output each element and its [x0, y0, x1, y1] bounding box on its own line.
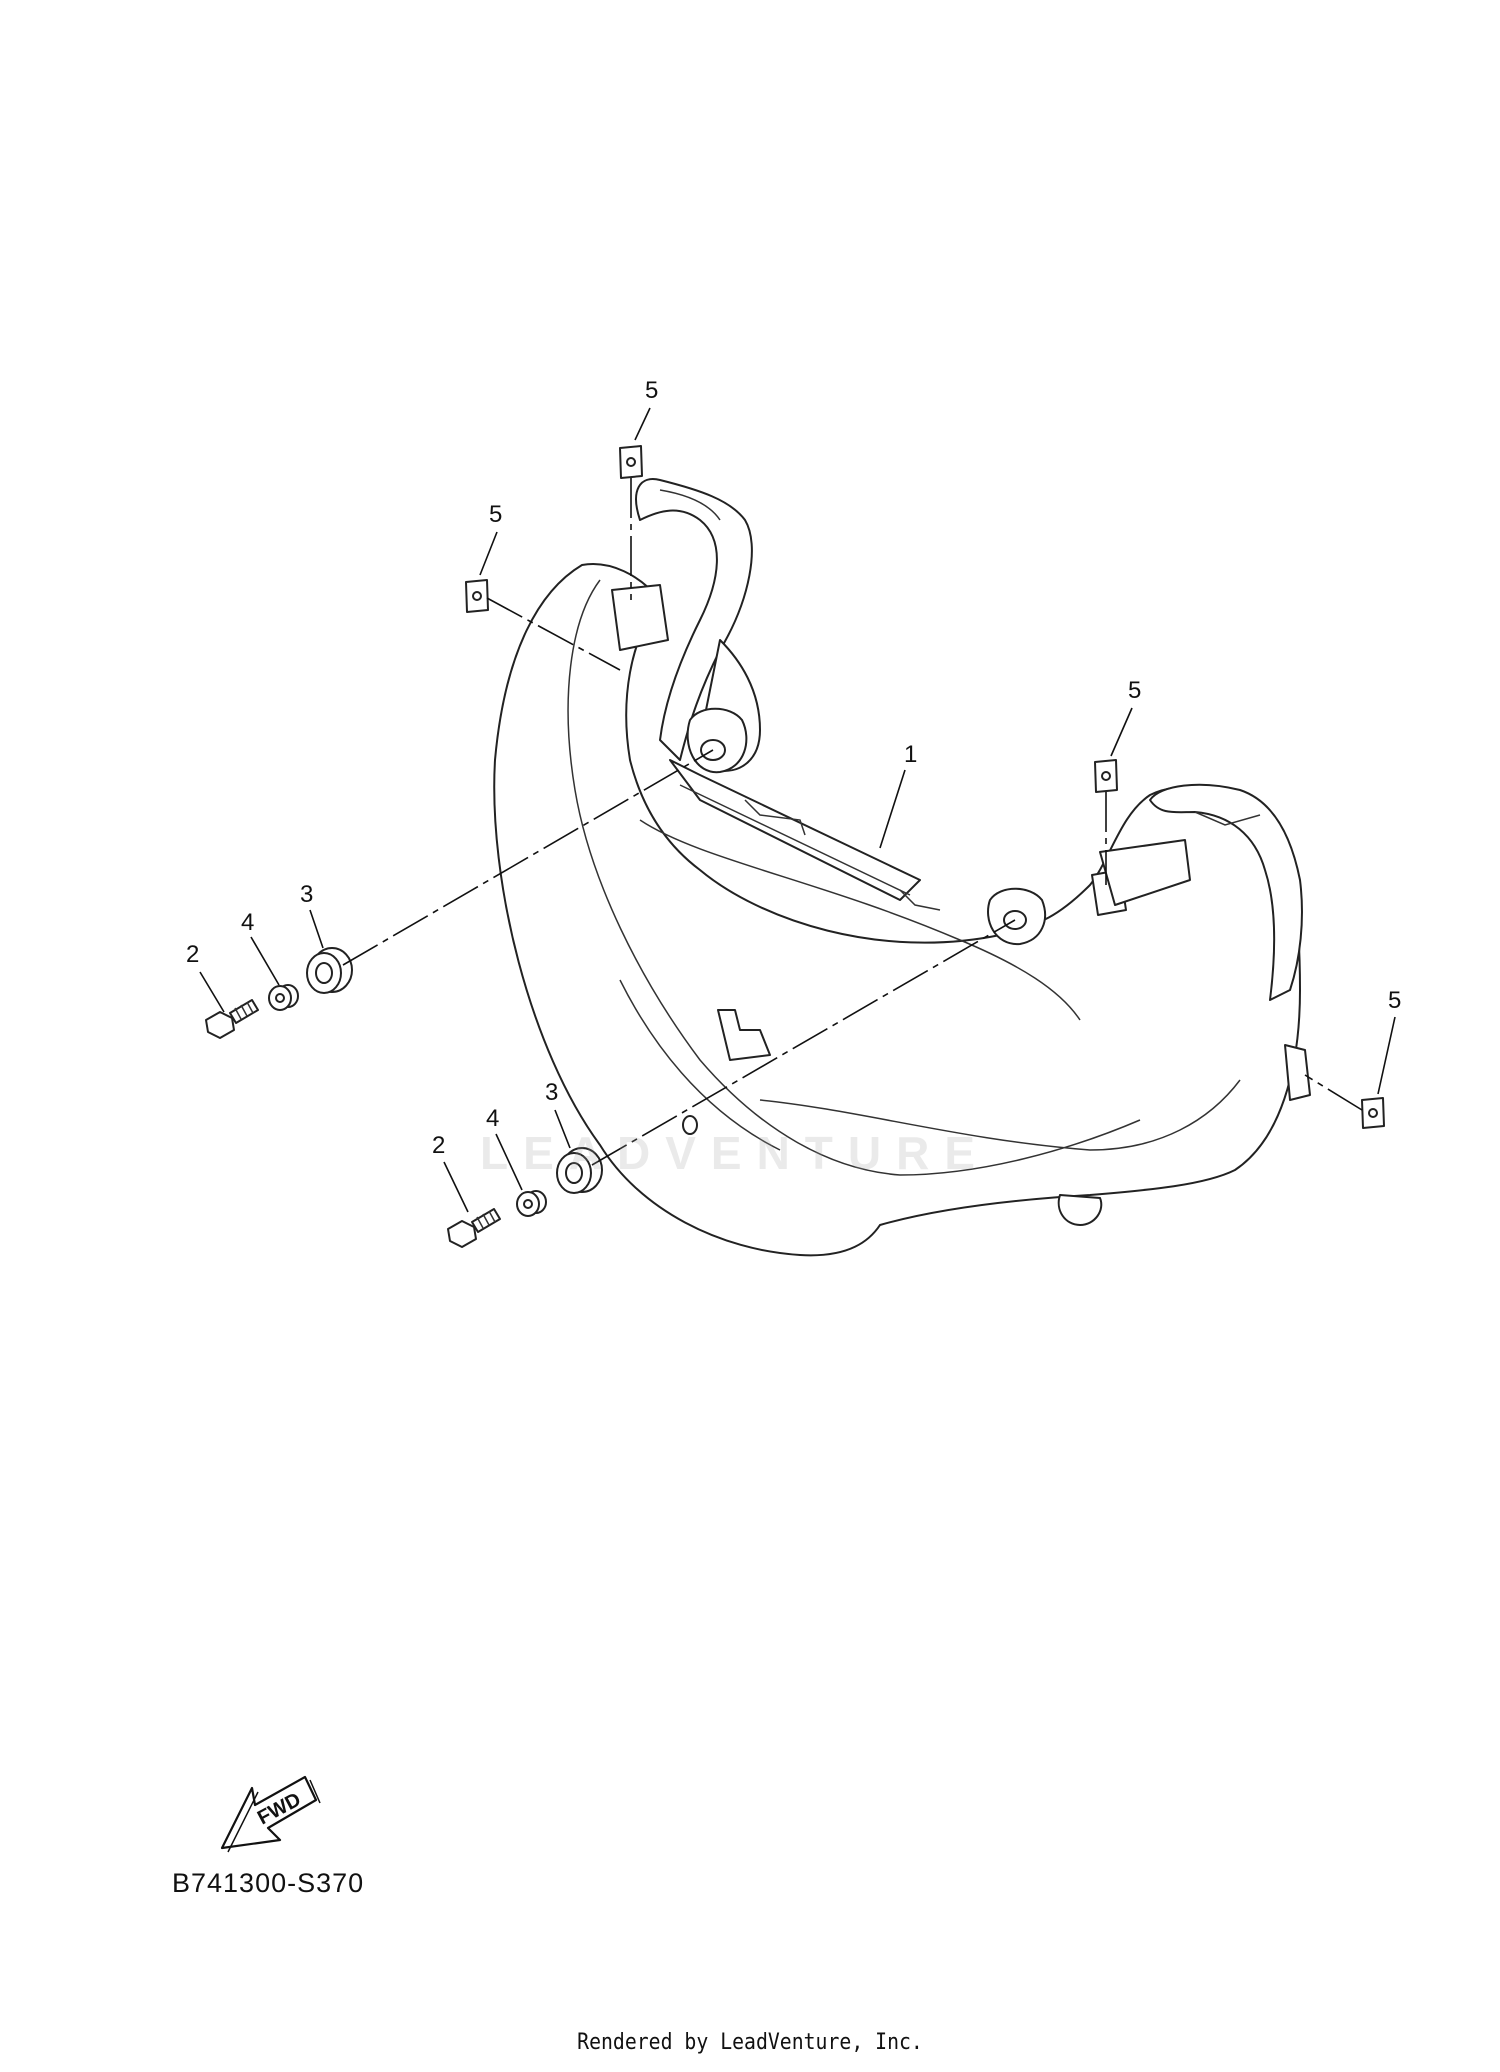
grommet-upper	[306, 947, 353, 994]
callout-3-lower: 3	[545, 1079, 558, 1106]
clip-nut-top	[619, 445, 643, 479]
collar-lower	[516, 1190, 547, 1217]
fwd-arrow-icon: FWD	[220, 1775, 321, 1853]
callout-3-upper: 3	[300, 881, 313, 908]
leader-lines	[199, 407, 1396, 1213]
callout-labels: 1 2 2 3 3 4 4 5 5 5 5	[186, 377, 1401, 1159]
callout-5-right: 5	[1128, 677, 1141, 704]
clip-nut-lower-right	[1361, 1097, 1385, 1129]
alignment-lines	[342, 478, 1363, 1166]
grommet-lower	[556, 1147, 603, 1194]
callout-4-lower: 4	[486, 1105, 499, 1132]
callout-2-lower: 2	[432, 1132, 445, 1159]
clip-nut-right	[1094, 759, 1118, 793]
callout-4-upper: 4	[241, 909, 254, 936]
callout-5-lower-right: 5	[1388, 987, 1401, 1014]
callout-2-upper: 2	[186, 941, 199, 968]
clip-nut-upper-left	[465, 579, 489, 613]
callout-5-upper-left: 5	[489, 501, 502, 528]
diagram-code: B741300-S370	[172, 1868, 365, 1898]
rendered-by-footer: Rendered by LeadVenture, Inc.	[577, 2030, 923, 2055]
callout-1: 1	[904, 741, 917, 768]
callout-5-top: 5	[645, 377, 658, 404]
headlight-assembly	[493, 478, 1311, 1257]
collar-upper	[268, 984, 299, 1011]
bolt-upper	[205, 999, 259, 1039]
bolt-lower	[447, 1208, 501, 1248]
